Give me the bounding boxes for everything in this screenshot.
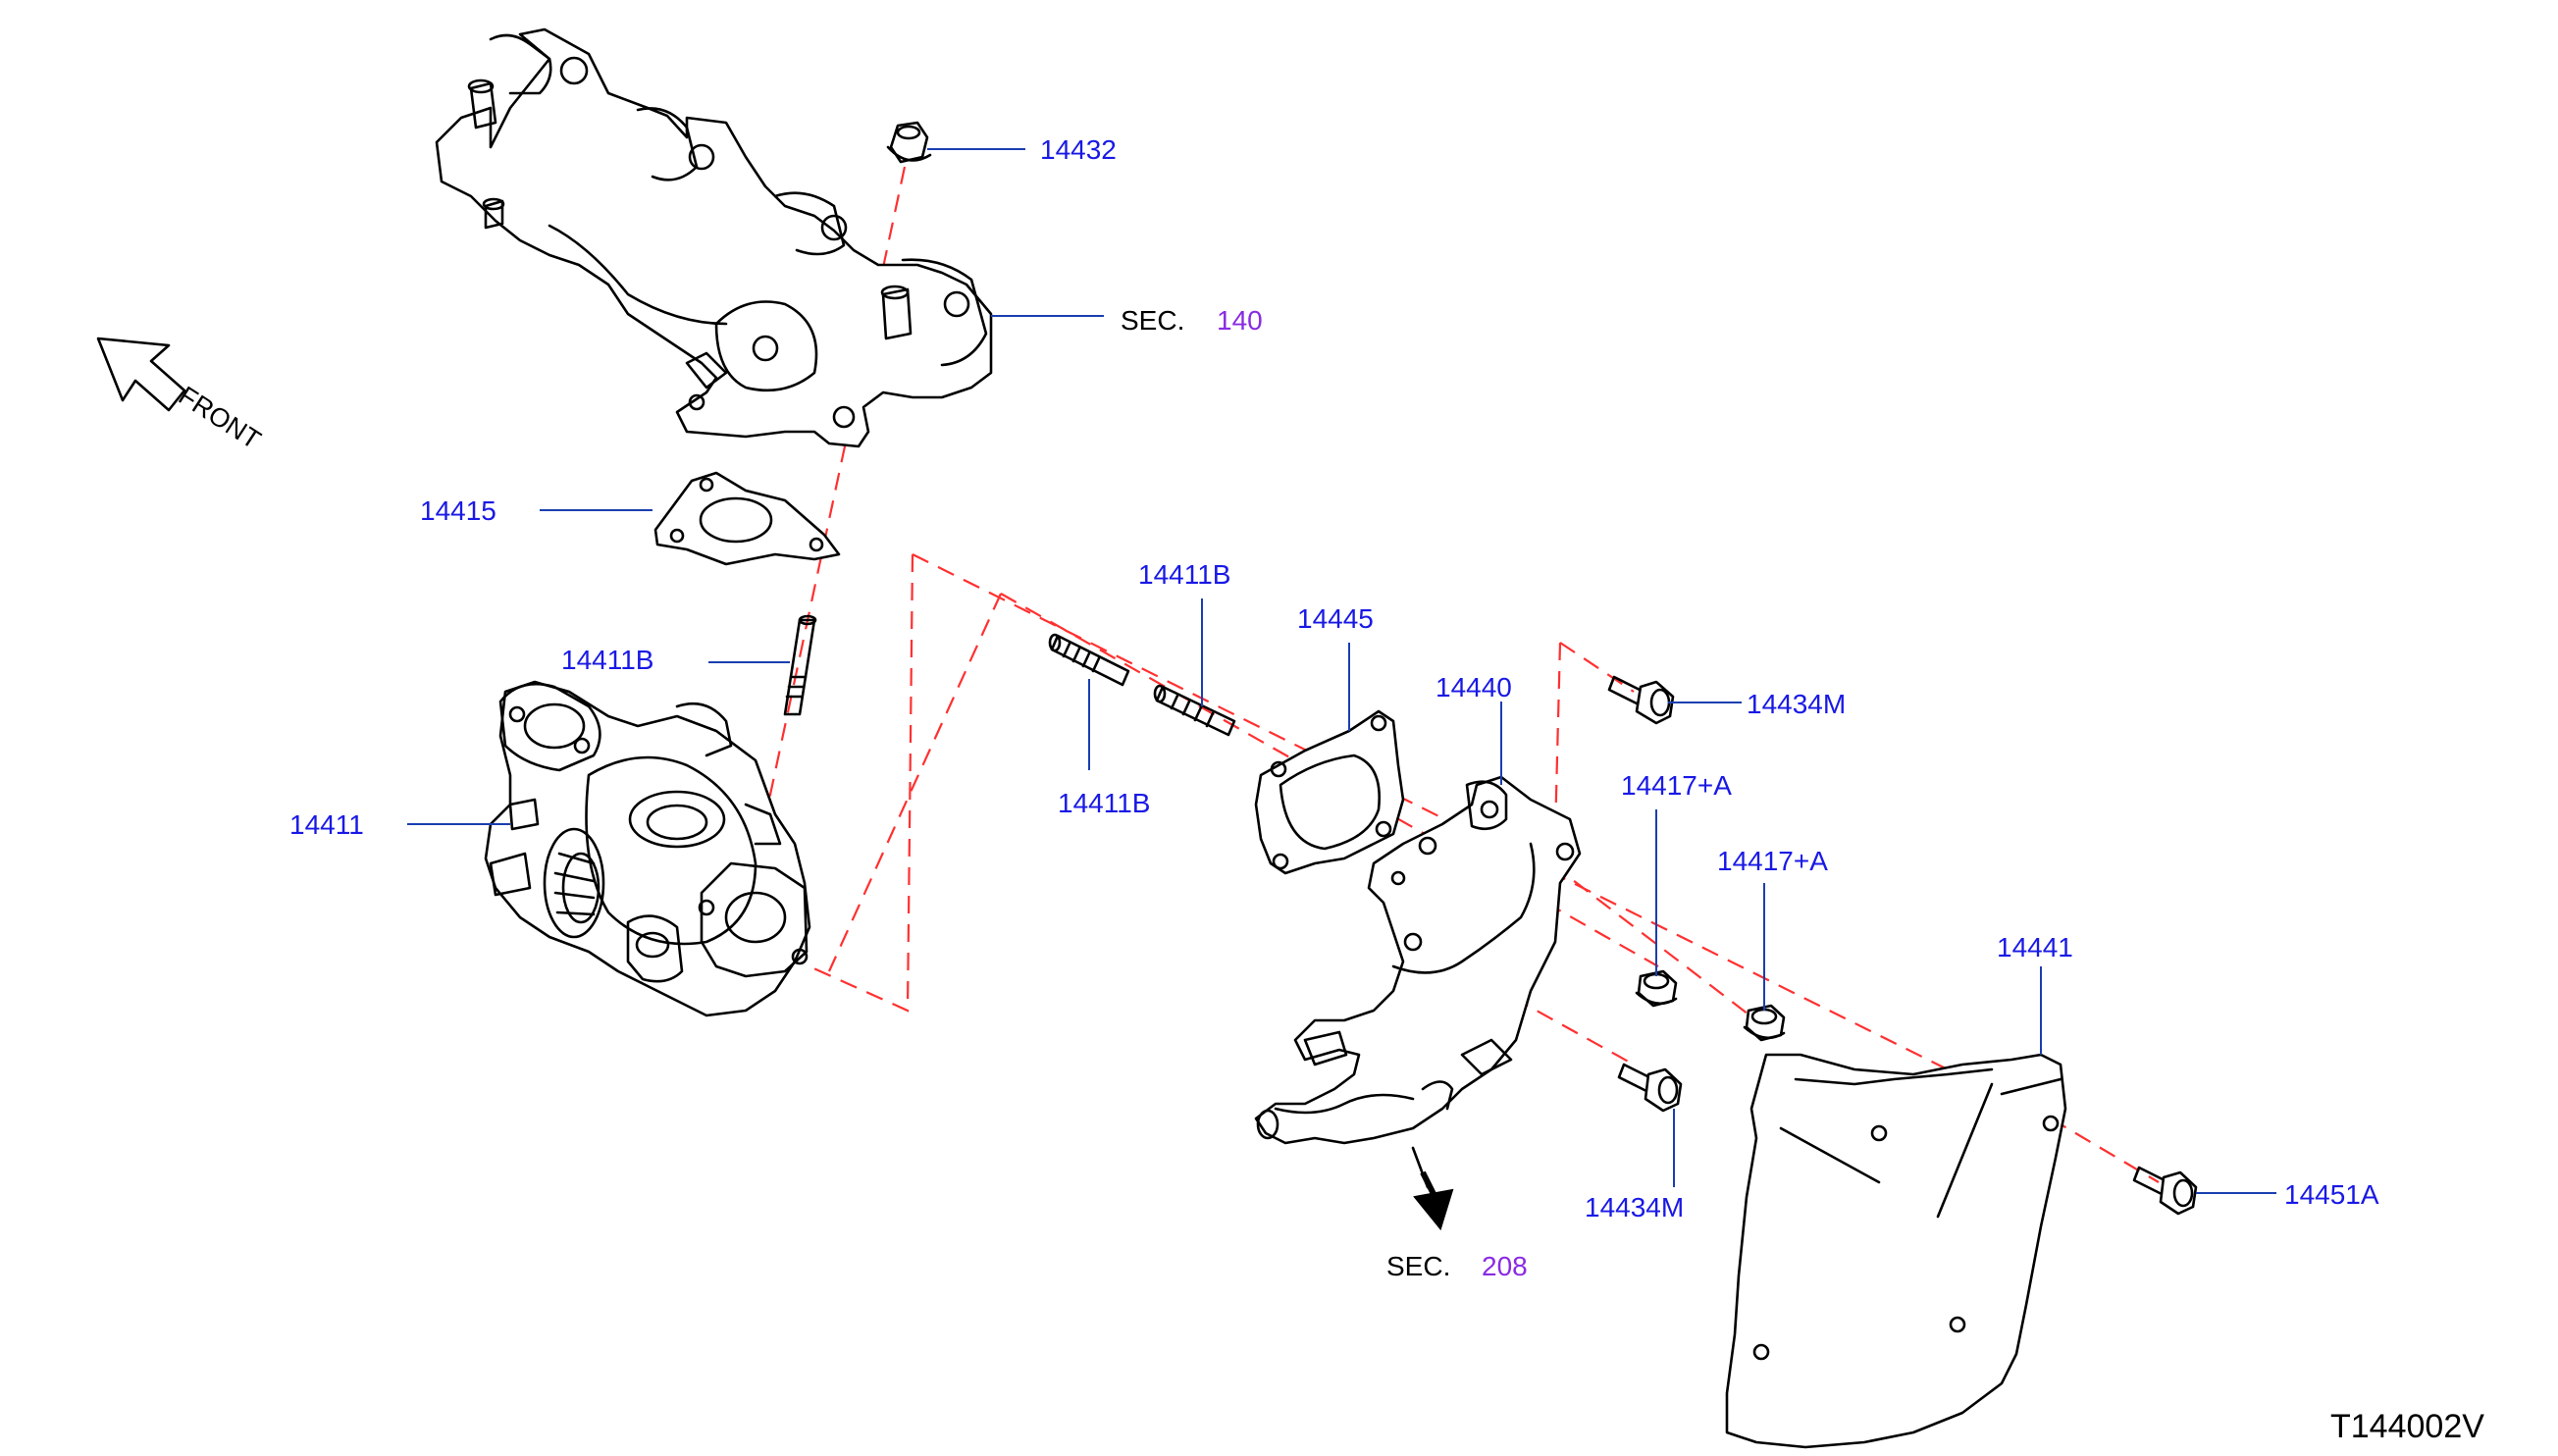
callout-14434m-upper: 14434M: [1747, 689, 1846, 719]
heat-shield-14441: [1725, 1053, 2067, 1449]
callout-labels: 14432 14415 14411B 14411 14411B 14411B 1…: [289, 134, 2484, 1445]
turbocharger-14411: [484, 680, 811, 1017]
gasket-14415: [653, 471, 841, 566]
callout-14432: 14432: [1040, 134, 1117, 165]
callout-14441: 14441: [1997, 932, 2073, 962]
stud-14411b-vertical: [783, 614, 817, 716]
callout-14417-a-lower: 14417+A: [1717, 846, 1828, 876]
nut-14417-a-left: [1635, 969, 1678, 1008]
bolt-14434m-upper: [1607, 675, 1675, 725]
callout-14451a: 14451A: [2284, 1179, 2379, 1210]
nut-14432: [886, 121, 932, 164]
diagram-id: T144002V: [2330, 1408, 2484, 1445]
callout-14415: 14415: [420, 495, 496, 526]
section-ref-prefix-208: SEC.: [1386, 1251, 1450, 1281]
section-ref-prefix-140: SEC.: [1121, 305, 1184, 336]
callout-14440: 14440: [1436, 672, 1512, 702]
callout-14434m-lower: 14434M: [1585, 1192, 1684, 1222]
leader-lines: [407, 148, 2276, 1194]
section-ref-number-208: 208: [1482, 1251, 1528, 1281]
callout-14411b-top: 14411B: [1138, 559, 1230, 590]
exhaust-outlet-14440: [1254, 775, 1582, 1145]
bolt-14451a: [2132, 1166, 2198, 1216]
callout-14417-a-upper: 14417+A: [1621, 770, 1732, 801]
front-label: FRONT: [174, 381, 266, 455]
sec-208-arrow: [1411, 1146, 1454, 1231]
bolt-14434m-lower: [1617, 1063, 1683, 1113]
callout-14411b-bottom: 14411B: [1058, 788, 1150, 818]
callout-14411b-left: 14411B: [561, 645, 653, 675]
studs-14411b-angled: [1048, 633, 1236, 737]
section-ref-number-140: 140: [1217, 305, 1263, 336]
exhaust-manifold: [435, 27, 993, 448]
callout-14445: 14445: [1297, 603, 1374, 634]
nut-14417-a-right: [1743, 1004, 1786, 1042]
callout-14411: 14411: [289, 809, 364, 840]
front-direction-arrow: FRONT: [96, 337, 266, 455]
gasket-14445: [1254, 709, 1405, 875]
